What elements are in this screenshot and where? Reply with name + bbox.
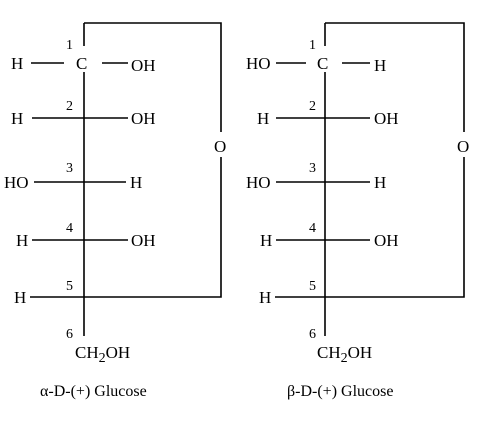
beta-c4-number: 4 <box>309 221 316 236</box>
alpha-caption: α-D-(+) Glucose <box>40 383 147 400</box>
beta-c3-left: HO <box>246 173 271 192</box>
alpha-c1-center: C <box>76 54 87 73</box>
beta-glucose-structure: O 1 HO C H 2 H OH 3 HO H 4 H OH 5 H 6 CH… <box>246 22 469 400</box>
alpha-c3-left: HO <box>4 173 29 192</box>
beta-c4-right: OH <box>374 231 399 250</box>
beta-ring-top <box>325 22 465 132</box>
beta-c1-number: 1 <box>309 38 316 53</box>
alpha-ring-bottom <box>84 157 222 298</box>
beta-ring-oxygen: O <box>457 137 469 156</box>
beta-c5-left: H <box>259 288 271 307</box>
beta-c5-number: 5 <box>309 279 316 294</box>
beta-c1-center: C <box>317 54 328 73</box>
beta-c2-right: OH <box>374 109 399 128</box>
alpha-glucose-structure: O 1 H C OH 2 H OH 3 HO H 4 H OH 5 H 6 CH… <box>4 22 226 400</box>
beta-c1-left: HO <box>246 54 271 73</box>
beta-ring-bottom <box>325 157 465 298</box>
alpha-c2-left: H <box>11 109 23 128</box>
alpha-c1-left: H <box>11 54 23 73</box>
alpha-c5-number: 5 <box>66 279 73 294</box>
beta-c1-right: H <box>374 56 386 75</box>
alpha-c3-number: 3 <box>66 161 73 176</box>
alpha-c1-number: 1 <box>66 38 73 53</box>
alpha-c3-right: H <box>130 173 142 192</box>
beta-c3-number: 3 <box>309 161 316 176</box>
alpha-ring-oxygen: O <box>214 137 226 156</box>
alpha-c2-number: 2 <box>66 99 73 114</box>
beta-c6-group: CH2OH <box>317 343 372 366</box>
beta-c3-right: H <box>374 173 386 192</box>
beta-c6-number: 6 <box>309 327 316 342</box>
alpha-c4-right: OH <box>131 231 156 250</box>
alpha-c5-left: H <box>14 288 26 307</box>
alpha-c1-right: OH <box>131 56 156 75</box>
alpha-ring-top <box>84 22 222 132</box>
alpha-c4-left: H <box>16 231 28 250</box>
beta-c2-number: 2 <box>309 99 316 114</box>
beta-c4-left: H <box>260 231 272 250</box>
beta-caption: β-D-(+) Glucose <box>287 383 393 400</box>
alpha-c4-number: 4 <box>66 221 73 236</box>
beta-c2-left: H <box>257 109 269 128</box>
alpha-c6-number: 6 <box>66 327 73 342</box>
alpha-c2-right: OH <box>131 109 156 128</box>
alpha-c6-group: CH2OH <box>75 343 130 366</box>
